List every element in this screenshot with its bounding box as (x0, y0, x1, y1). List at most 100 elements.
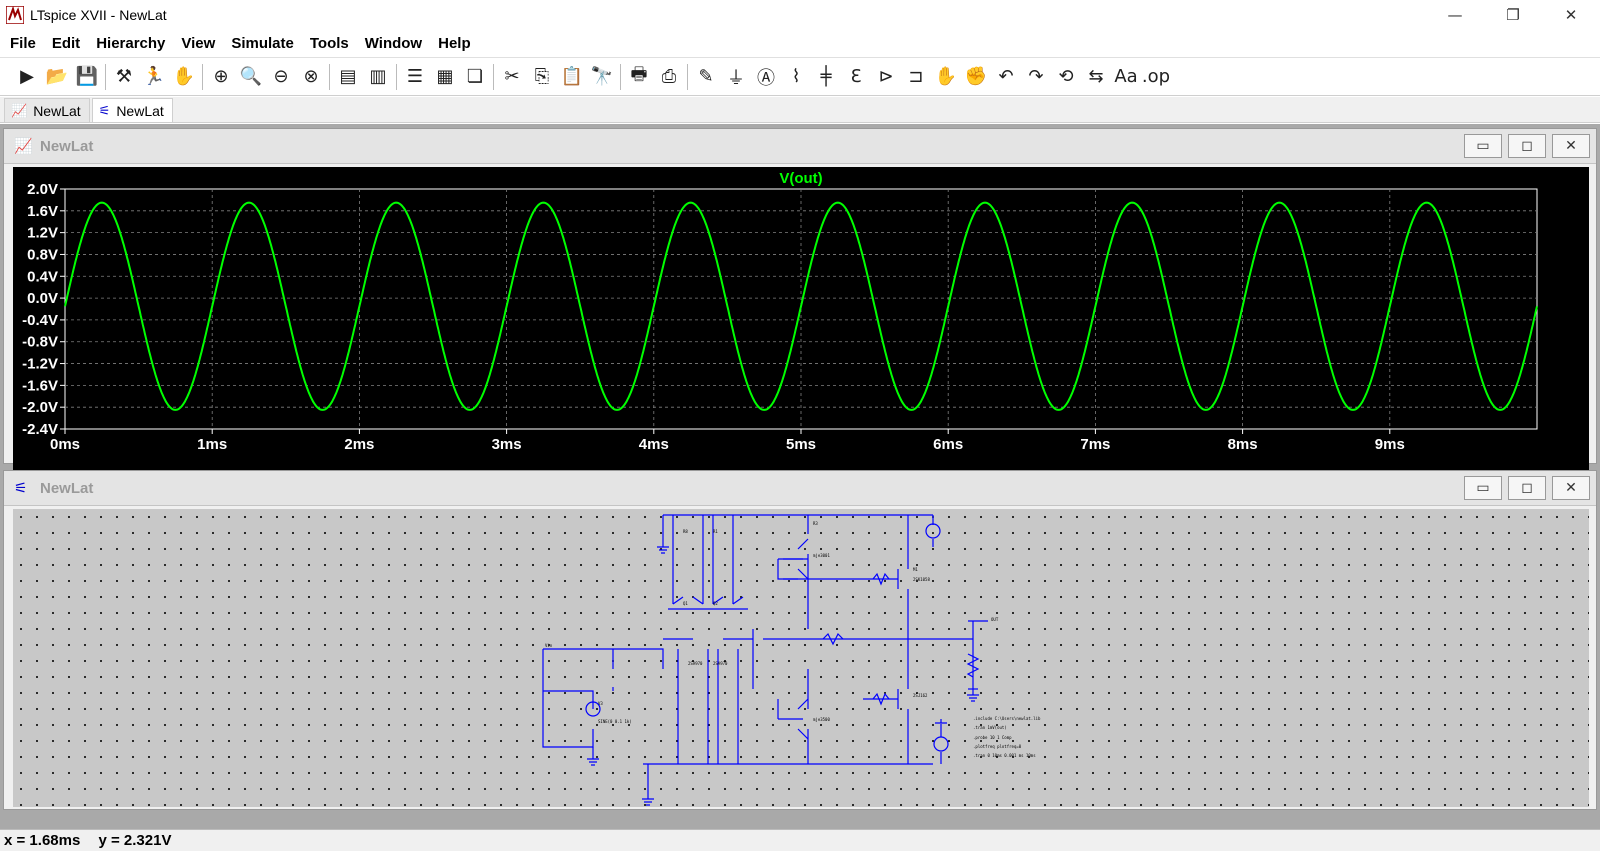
schematic-window-title: NewLat (40, 479, 94, 497)
menu-help[interactable]: Help (438, 34, 471, 52)
ground-icon[interactable]: ⏚ (727, 67, 745, 89)
waveform-window-header[interactable]: 📈 NewLat ▭ ◻ ✕ (4, 129, 1596, 164)
menu-window[interactable]: Window (364, 34, 423, 52)
text-icon[interactable]: Aa (1114, 66, 1138, 87)
drag-icon[interactable]: ✊ (964, 66, 988, 87)
copy-icon[interactable]: ⎘ (534, 66, 550, 87)
menu-hierarchy[interactable]: Hierarchy (96, 34, 166, 52)
save-icon[interactable]: 💾 (75, 66, 99, 87)
toolbar-separator (687, 63, 688, 90)
schematic-maximize-button[interactable]: ◻ (1508, 476, 1546, 500)
menu-simulate[interactable]: Simulate (231, 34, 294, 52)
svg-text:M1: M1 (913, 567, 918, 572)
waveform-minimize-button[interactable]: ▭ (1464, 134, 1502, 158)
component-icon[interactable]: ⊐ (908, 66, 924, 87)
run-sim-icon[interactable]: 🏃 (142, 66, 166, 87)
diode-icon[interactable]: ⊳ (878, 66, 894, 87)
schematic-window-header[interactable]: ⚟ NewLat ▭ ◻ ✕ (4, 471, 1596, 506)
y-tick-label: 1.6V (27, 203, 58, 220)
redo-icon[interactable]: ↷ (1028, 66, 1044, 87)
label-net-icon[interactable]: Ⓐ (757, 67, 775, 89)
toolbar-separator (620, 63, 621, 90)
open-icon[interactable]: 📂 (45, 66, 69, 87)
toolbar-separator (396, 63, 397, 90)
x-tick-label: 3ms (492, 436, 522, 453)
zoom-pan-icon[interactable]: 🔍 (239, 66, 263, 87)
zoom-out-icon[interactable]: ⊖ (273, 66, 289, 87)
tab-waveform[interactable]: 📈 NewLat (4, 98, 90, 122)
mirror-icon[interactable]: ⇆ (1088, 66, 1104, 87)
move-icon[interactable]: ✋ (934, 66, 958, 87)
waveform-chart[interactable]: 2.0V1.6V1.2V0.8V0.4V0.0V-0.4V-0.8V-1.2V-… (13, 167, 1589, 459)
svg-text:2SJ162: 2SJ162 (913, 693, 928, 698)
y-tick-label: 1.2V (27, 225, 58, 242)
control-panel-icon[interactable]: ⚒ (115, 66, 133, 87)
tab-schematic[interactable]: ⚟ NewLat (91, 98, 173, 122)
ltspice-app-icon (6, 6, 24, 24)
waveform-close-button[interactable]: ✕ (1552, 134, 1590, 158)
menu-file[interactable]: File (10, 34, 36, 52)
svg-text:mje3500: mje3500 (813, 717, 830, 722)
run-icon[interactable]: ▶ (20, 66, 34, 87)
x-tick-label: 6ms (933, 436, 963, 453)
menu-edit[interactable]: Edit (51, 34, 81, 52)
y-tick-label: 2.0V (27, 181, 58, 198)
pan-hand-icon[interactable]: ✋ (172, 66, 196, 87)
spice-directive-icon[interactable]: .op (1141, 66, 1171, 87)
schematic-window: ⚟ NewLat ▭ ◻ ✕ (3, 470, 1597, 810)
capacitor-icon[interactable]: ╪ (820, 66, 832, 87)
trace-label: V(out) (779, 170, 822, 187)
menu-tools[interactable]: Tools (309, 34, 349, 52)
cut-icon[interactable]: ✂ (504, 66, 520, 87)
cursor-y-readout: y = 2.321V (98, 832, 172, 849)
svg-text:Q1: Q1 (683, 601, 688, 606)
tile-horizontal-icon[interactable]: ☰ (406, 66, 424, 87)
y-tick-label: -0.4V (22, 312, 58, 329)
zoom-in-icon[interactable]: ⊕ (213, 66, 229, 87)
svg-text:mje3001: mje3001 (813, 553, 830, 558)
resistor-icon[interactable]: ⌇ (791, 66, 801, 87)
tile-vertical-icon[interactable]: ▦ (436, 66, 454, 87)
y-tick-label: -1.2V (22, 356, 58, 373)
zoom-cancel-icon[interactable]: ⊗ (303, 66, 319, 87)
print-icon[interactable]: 🖶 (630, 63, 648, 85)
schematic-tab-icon: ⚟ (98, 102, 111, 118)
y-tick-label: 0.4V (27, 268, 58, 285)
toolbar-separator (329, 63, 330, 90)
schematic-close-button[interactable]: ✕ (1552, 476, 1590, 500)
svg-text:2SA970: 2SA970 (713, 661, 728, 666)
autorange-icon[interactable]: ▤ (339, 66, 357, 87)
undo-icon[interactable]: ↶ (998, 66, 1014, 87)
paste-icon[interactable]: 📋 (560, 66, 584, 87)
cascade-icon[interactable]: ❏ (466, 66, 484, 87)
minimize-button[interactable]: — (1447, 6, 1463, 24)
schematic-minimize-button[interactable]: ▭ (1464, 476, 1502, 500)
restore-button[interactable]: ❐ (1506, 6, 1520, 24)
cursor-x-readout: x = 1.68ms (4, 832, 81, 849)
fft-icon[interactable]: ▥ (369, 66, 387, 87)
waveform-tab-icon: 📈 (11, 102, 28, 118)
y-tick-label: 0.8V (27, 246, 58, 263)
svg-text:V3: V3 (598, 701, 603, 706)
print-setup-icon[interactable]: ⎙ (661, 66, 677, 87)
x-tick-label: 4ms (639, 436, 669, 453)
x-tick-label: 8ms (1228, 436, 1258, 453)
menu-view[interactable]: View (181, 34, 216, 52)
svg-text:SINE(0 0.1 1k): SINE(0 0.1 1k) (598, 719, 632, 724)
svg-text:R8: R8 (683, 529, 688, 534)
close-button[interactable]: ✕ (1564, 6, 1578, 24)
find-icon[interactable]: 🔭 (590, 66, 614, 87)
waveform-window-icon: 📈 (14, 138, 33, 155)
toolbar-separator (105, 63, 106, 90)
toolbar-separator (493, 63, 494, 90)
waveform-maximize-button[interactable]: ◻ (1508, 134, 1546, 158)
svg-text:.tran 0 10ms 0.001 ms 10ms: .tran 0 10ms 0.001 ms 10ms (973, 753, 1036, 758)
rotate-icon[interactable]: ⟲ (1058, 66, 1074, 87)
title-bar: LTspice XVII - NewLat — ❐ ✕ (0, 0, 1600, 30)
inductor-icon[interactable]: Ɛ (850, 66, 862, 87)
draw-wire-icon[interactable]: ✎ (698, 66, 714, 87)
